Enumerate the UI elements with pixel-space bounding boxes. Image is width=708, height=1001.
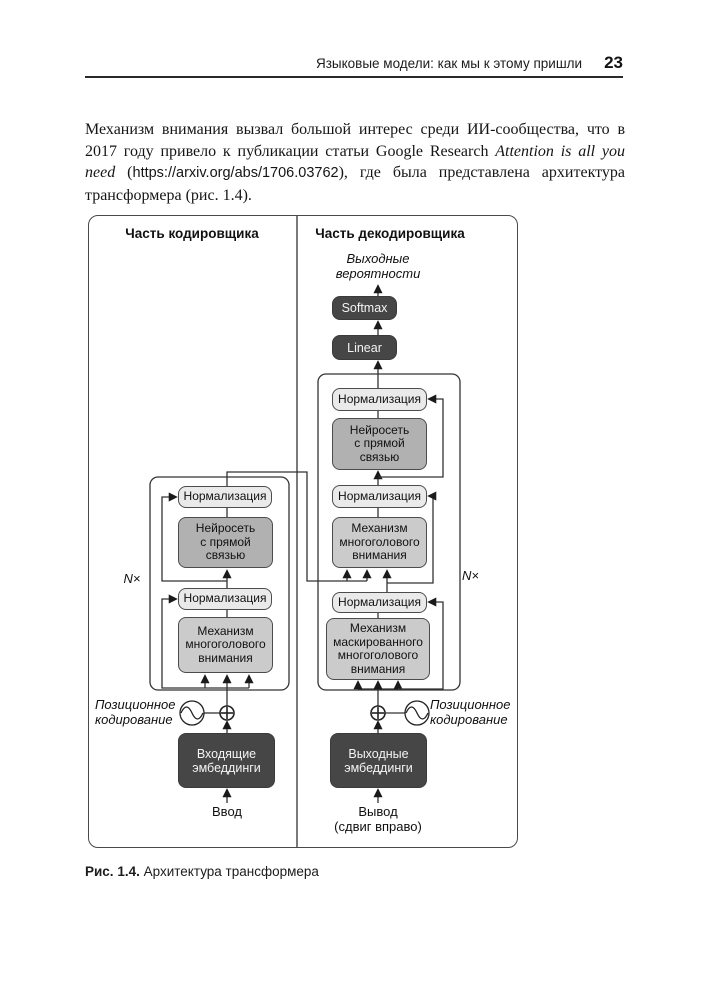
encoder-column-header: Часть кодировщика [125, 226, 259, 241]
linear-box: Linear [332, 335, 397, 360]
decoder-masked-attention-box: Механизм маскированного многоголового вн… [326, 618, 430, 680]
decoder-multi-head-attention-box: Механизм многоголового внимания [332, 517, 427, 568]
diagram-wires [149, 216, 461, 847]
decoder-norm-bottom-box: Нормализация [332, 592, 427, 613]
softmax-box: Softmax [332, 296, 397, 320]
decoder-positional-encoding-label: Позиционное кодирование [430, 697, 511, 727]
encoder-feed-forward-box: Нейросеть с прямой связью [178, 517, 273, 568]
figure-caption-number: Рис. 1.4. [85, 864, 140, 879]
decoder-layer-frame [317, 373, 461, 691]
chapter-title: Языковые модели: как мы к этому пришли [315, 56, 583, 71]
article-title-italic: Attention is all you need [85, 142, 626, 182]
encoder-layer-frame [149, 476, 290, 691]
encoder-multi-head-attention-box: Механизм многоголового внимания [178, 617, 273, 673]
arxiv-url: https://arxiv.org/abs/1706.03762 [132, 165, 339, 181]
encoder-n-times-label: N× [123, 571, 141, 586]
decoder-n-times-label: N× [462, 568, 479, 583]
add-icon [370, 705, 386, 721]
output-probabilities-label: Выходные вероятности [335, 251, 421, 281]
decoder-norm-top-box: Нормализация [332, 388, 427, 411]
sine-wave-icon [179, 700, 205, 726]
figure-transformer-architecture: Часть кодировщика Часть декодировщика Вы… [88, 215, 518, 848]
decoder-column-header: Часть декодировщика [315, 226, 465, 241]
decoder-feed-forward-box: Нейросеть с прямой связью [332, 418, 427, 470]
sine-wave-icon [404, 700, 430, 726]
figure-caption: Рис. 1.4. Архитектура трансформера [85, 864, 319, 879]
figure-caption-text: Архитектура трансформера [143, 864, 319, 879]
running-head: Языковые модели: как мы к этому пришли 23 [85, 53, 623, 73]
header-rule [85, 76, 623, 78]
decoder-norm-mid-box: Нормализация [332, 485, 427, 508]
encoder-norm-bottom-box: Нормализация [178, 588, 272, 610]
page-number: 23 [604, 53, 623, 72]
paragraph-text: Механизм внимания вызвал большой интерес… [85, 121, 625, 160]
figure-frame [88, 215, 518, 848]
encoder-positional-encoding-label: Позиционное кодирование [95, 697, 176, 727]
output-label: Вывод (сдвиг вправо) [334, 804, 422, 834]
paragraph-paren-open: ( [115, 164, 133, 181]
output-embeddings-box: Выходные эмбеддинги [330, 733, 427, 788]
input-label: Ввод [212, 804, 242, 819]
paragraph-text-end: ), где была представлена архитектура тра… [85, 164, 626, 204]
add-icon [219, 705, 235, 721]
body-paragraph: Механизм внимания вызвал большой интерес… [85, 119, 625, 206]
encoder-norm-top-box: Нормализация [178, 486, 272, 508]
input-embeddings-box: Входящие эмбеддинги [178, 733, 275, 788]
